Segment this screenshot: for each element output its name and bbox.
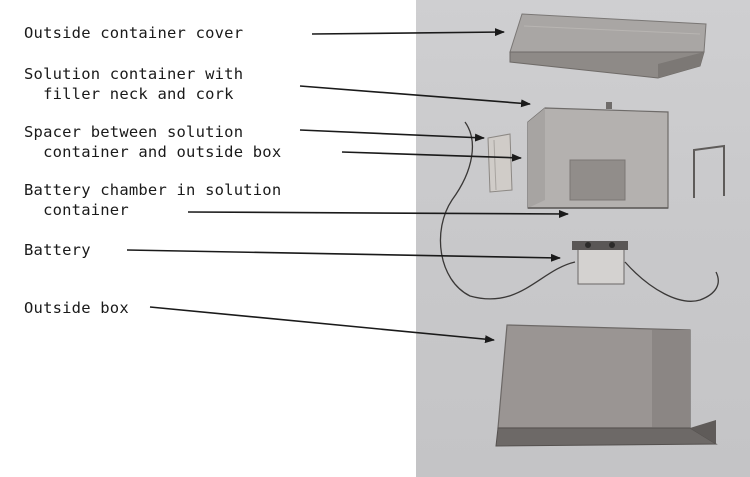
arrow-cover — [311, 28, 505, 37]
label-battery: Battery — [24, 241, 91, 259]
label-battery-chamber-line2: container — [24, 201, 129, 219]
arrow-battery — [126, 249, 561, 262]
outside-container-cover — [509, 13, 707, 79]
spacer-right — [693, 144, 725, 198]
outside-box — [495, 324, 718, 447]
label-battery-chamber-line1: Battery chamber in solution — [24, 181, 282, 199]
label-outside-container-cover: Outside container cover — [24, 24, 244, 42]
filler-neck-cork — [606, 102, 612, 109]
label-spacer-line1: Spacer between solution — [24, 123, 244, 141]
label-outside-box: Outside box — [24, 299, 129, 317]
label-solution-container-line2: filler neck and cork — [24, 85, 234, 103]
arrow-solution-container — [299, 85, 531, 108]
arrow-battery-chamber — [187, 209, 569, 218]
label-solution-container-line1: Solution container with — [24, 65, 244, 83]
spacer-left — [487, 133, 513, 193]
battery — [572, 241, 628, 285]
label-spacer-line2: container and outside box — [24, 143, 282, 161]
arrow-outside-box — [149, 306, 495, 344]
leader-lines — [126, 28, 569, 344]
arrow-spacer-1 — [299, 129, 485, 142]
arrow-spacer-2 — [341, 151, 522, 162]
solution-container — [527, 102, 669, 209]
wires — [439, 121, 719, 302]
